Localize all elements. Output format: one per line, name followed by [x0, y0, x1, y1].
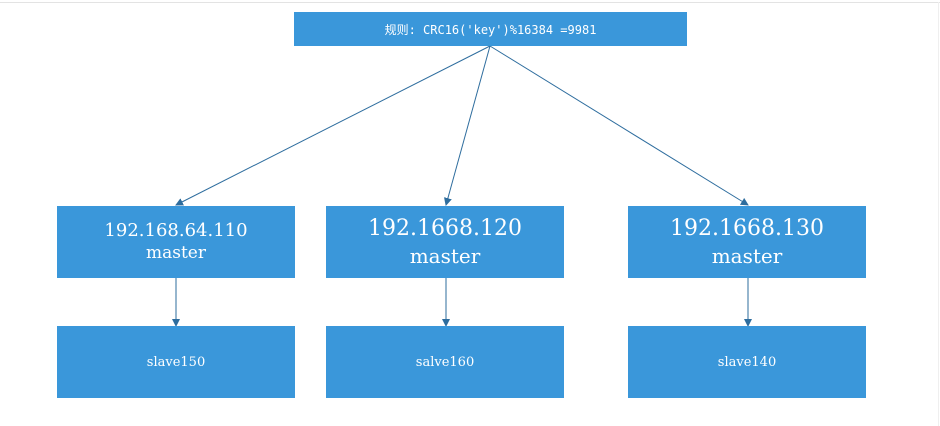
arrow-rule-to-master-1	[175, 45, 491, 206]
master-node-3: 192.1668.130 master	[628, 206, 866, 278]
master-node-3-ip: 192.1668.130	[670, 216, 824, 241]
master-node-3-role: master	[711, 244, 783, 268]
slave-node-1: slave150	[57, 326, 295, 398]
master-node-2-ip: 192.1668.120	[368, 216, 522, 241]
hash-rule-box: 规则: CRC16('key')%16384 =9981	[294, 12, 687, 46]
top-border-line	[0, 2, 940, 3]
master-node-2-role: master	[409, 244, 481, 268]
slave-node-3: slave140	[628, 326, 866, 398]
slave-node-2-label: salve160	[415, 354, 475, 370]
hash-rule-text: 规则: CRC16('key')%16384 =9981	[384, 22, 597, 37]
slave-node-3-label: slave140	[717, 354, 777, 370]
master-node-1-ip: 192.168.64.110	[104, 220, 248, 241]
master-node-1: 192.168.64.110 master	[57, 206, 295, 278]
slave-node-1-label: slave150	[146, 354, 206, 370]
arrow-rule-to-master-3	[489, 45, 749, 206]
arrow-rule-to-master-2	[444, 45, 491, 206]
master-node-1-role: master	[146, 243, 206, 263]
slave-node-2: salve160	[326, 326, 564, 398]
right-border-line	[938, 2, 939, 426]
master-node-2: 192.1668.120 master	[326, 206, 564, 278]
